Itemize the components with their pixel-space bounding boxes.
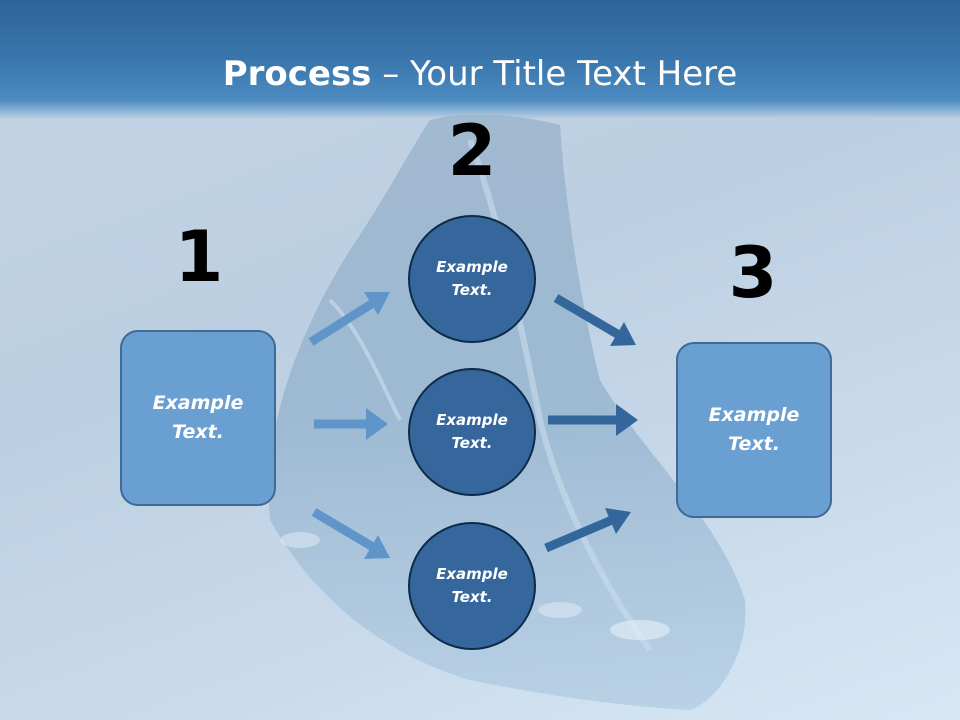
step-number-2: 2 <box>447 110 497 192</box>
arrow-box-to-mid-circle <box>314 408 388 440</box>
slide-title: Process – Your Title Text Here <box>0 54 960 94</box>
step-number-3: 3 <box>728 232 778 314</box>
title-bold: Process <box>222 54 372 94</box>
arrow-top-circle-to-right-box <box>553 294 636 346</box>
arrow-box-to-bottom-circle <box>311 508 390 559</box>
arrow-bottom-circle-to-right-box <box>544 508 631 553</box>
right-box-line2: Text. <box>728 433 780 455</box>
arrow-box-to-top-circle <box>308 292 390 346</box>
step-number-1: 1 <box>174 216 224 298</box>
top-circle-line2: Text. <box>451 281 493 299</box>
middle-circle-line2: Text. <box>451 434 493 452</box>
arrow-mid-circle-to-right-box <box>548 404 638 436</box>
title-rest: – Your Title Text Here <box>371 54 738 94</box>
middle-circle-line1: Example <box>436 411 508 429</box>
right-box-line1: Example <box>708 404 800 426</box>
title-bar <box>0 0 960 118</box>
top-circle-line1: Example <box>436 258 508 276</box>
left-box-line2: Text. <box>172 421 224 443</box>
bottom-circle-line1: Example <box>436 565 508 583</box>
left-box-line1: Example <box>152 392 244 414</box>
bottom-circle-line2: Text. <box>451 588 493 606</box>
